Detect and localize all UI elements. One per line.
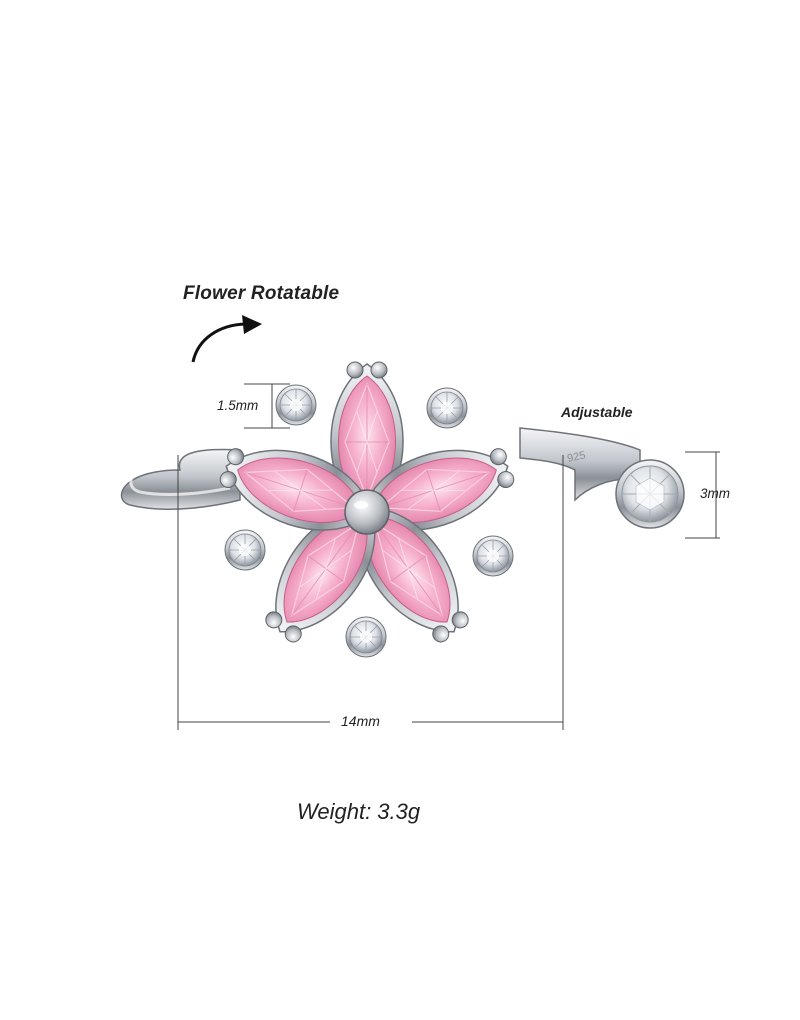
weight-label: Weight: 3.3g <box>297 799 421 824</box>
adjustable-label: Adjustable <box>561 404 633 420</box>
petal-width-label: 1.5mm <box>217 398 259 413</box>
flower <box>212 361 522 656</box>
svg-text:925: 925 <box>566 449 586 465</box>
flower-diameter-label: 14mm <box>341 713 380 729</box>
flower-center <box>344 489 390 535</box>
curved-arrow-icon <box>191 315 262 363</box>
stone-size-label: 3mm <box>700 486 730 501</box>
ring-band <box>120 448 241 510</box>
end-stone <box>615 459 685 529</box>
flower-rotatable-label: Flower Rotatable <box>183 283 340 304</box>
measurement-lines <box>177 383 720 730</box>
ring-band-right: 925 <box>519 427 641 502</box>
